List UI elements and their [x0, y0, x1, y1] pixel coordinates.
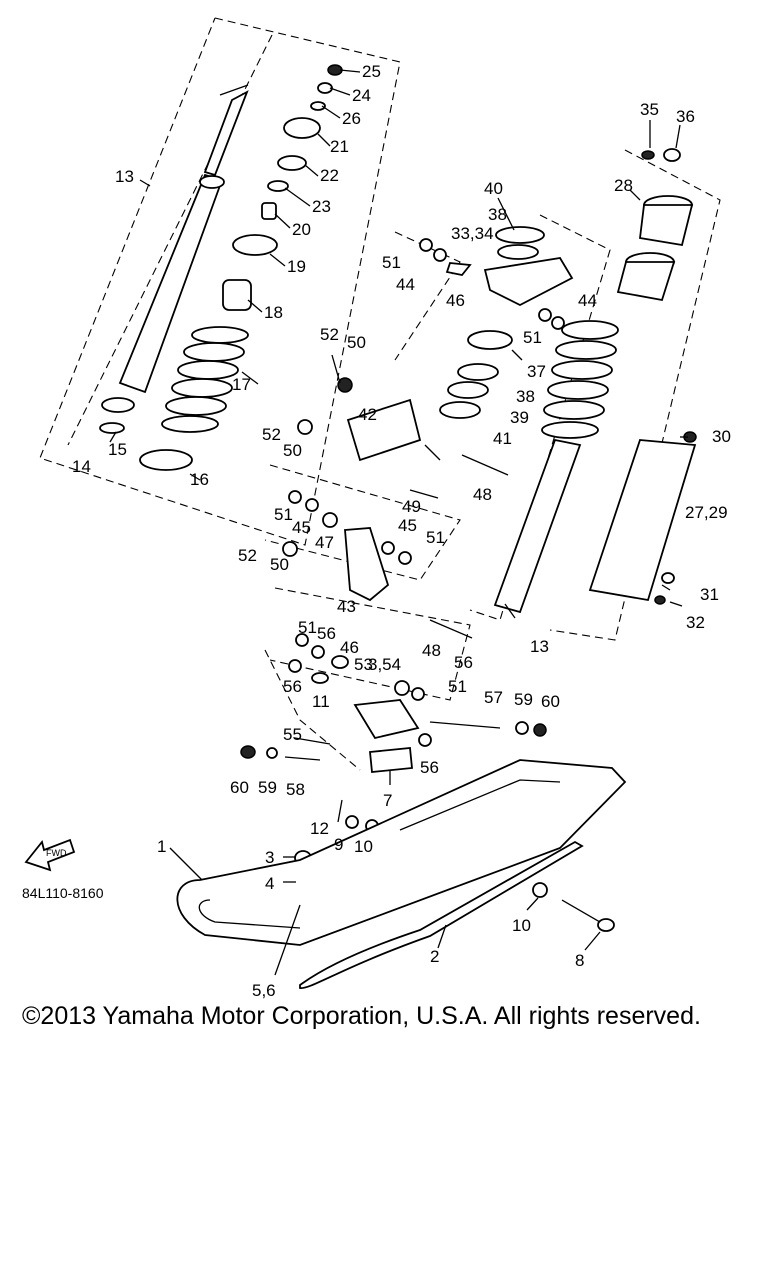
- callout: 24: [352, 86, 371, 105]
- callout: 42: [358, 405, 377, 424]
- callout: 53: [354, 655, 373, 674]
- callout: 3: [265, 848, 274, 867]
- callout: 55: [283, 725, 302, 744]
- callout: 31: [700, 585, 719, 604]
- callout: 52: [320, 325, 339, 344]
- callout: 56: [420, 758, 439, 777]
- callout: 18: [264, 303, 283, 322]
- callout: 60: [541, 692, 560, 711]
- callout: 51: [523, 328, 542, 347]
- callout: 51: [274, 505, 293, 524]
- callouts: 25 24 26 21 22 23 20 19 18 17 16 15 14 1…: [72, 62, 731, 1000]
- callout: 45: [398, 516, 417, 535]
- callout: 59: [514, 690, 533, 709]
- left-shock-small-parts: [99, 64, 343, 471]
- group-outline-shock-right: [469, 149, 721, 641]
- callout: 37: [527, 362, 546, 381]
- leader-lines: [109, 69, 688, 976]
- callout: 38: [488, 205, 507, 224]
- callout: 48: [473, 485, 492, 504]
- coil-spring-left: [161, 326, 249, 433]
- callout: 14: [72, 457, 91, 476]
- fwd-arrow-icon: FWD: [24, 838, 76, 872]
- callout: 59: [258, 778, 277, 797]
- callout: 3,54: [368, 655, 401, 674]
- callout: 13: [115, 167, 134, 186]
- callout: 56: [454, 653, 473, 672]
- callout: 5,6: [252, 981, 276, 1000]
- callout: 46: [446, 291, 465, 310]
- callout: 27,29: [685, 503, 728, 522]
- callout: 45: [292, 518, 311, 537]
- callout: 41: [493, 429, 512, 448]
- callout: 56: [317, 624, 336, 643]
- ski-mount-parts: [240, 633, 615, 932]
- callout: 52: [262, 425, 281, 444]
- callout: 25: [362, 62, 381, 81]
- callout: 40: [484, 179, 503, 198]
- callout: 51: [426, 528, 445, 547]
- callout: 16: [190, 470, 209, 489]
- callout: 50: [283, 441, 302, 460]
- ski: [176, 759, 627, 989]
- fwd-label: FWD: [46, 848, 67, 858]
- callout: 17: [232, 375, 251, 394]
- callout: 36: [676, 107, 695, 126]
- callout: 20: [292, 220, 311, 239]
- callout: 49: [402, 497, 421, 516]
- callout: 1: [157, 837, 166, 856]
- callout: 10: [354, 837, 373, 856]
- callout: 56: [283, 677, 302, 696]
- callout: 51: [298, 618, 317, 637]
- callout: 39: [510, 408, 529, 427]
- callout: 58: [286, 780, 305, 799]
- diagram-code: 84L110-8160: [22, 885, 104, 901]
- callout: 12: [310, 819, 329, 838]
- callout: 50: [347, 333, 366, 352]
- callout: 44: [396, 275, 415, 294]
- callout: 35: [640, 100, 659, 119]
- callout: 48: [422, 641, 441, 660]
- callout: 4: [265, 874, 274, 893]
- callout: 38: [516, 387, 535, 406]
- callout: 13: [530, 637, 549, 656]
- callout: 30: [712, 427, 731, 446]
- callout: 46: [340, 638, 359, 657]
- callout: 10: [512, 916, 531, 935]
- callout: 7: [383, 791, 392, 810]
- callout: 43: [337, 597, 356, 616]
- group-outline-shock-left: [39, 17, 401, 546]
- callout: 22: [320, 166, 339, 185]
- callout: 28: [614, 176, 633, 195]
- callout: 21: [330, 137, 349, 156]
- callout: 57: [484, 688, 503, 707]
- callout: 19: [287, 257, 306, 276]
- callout: 8: [575, 951, 584, 970]
- callout: 51: [448, 677, 467, 696]
- callout: 44: [578, 291, 597, 310]
- callout: 2: [430, 947, 439, 966]
- shock-absorber-right: [493, 148, 697, 614]
- parts-diagram: FWD 25: [22, 17, 731, 1000]
- exploded-view: FWD 25: [22, 17, 731, 1000]
- callout: 26: [342, 109, 361, 128]
- callout: 32: [686, 613, 705, 632]
- callout: 9: [334, 835, 343, 854]
- callout: 52: [238, 546, 257, 565]
- callout: 51: [382, 253, 401, 272]
- callout: 23: [312, 197, 331, 216]
- callout: 50: [270, 555, 289, 574]
- group-outline-linkage: [264, 231, 471, 771]
- copyright-notice: ©2013 Yamaha Motor Corporation, U.S.A. A…: [22, 1002, 701, 1030]
- callout: 47: [315, 533, 334, 552]
- linkage-parts: [282, 226, 574, 639]
- shock-absorber-rod-left: [118, 84, 249, 394]
- callout: 60: [230, 778, 249, 797]
- callout: 11: [312, 692, 330, 711]
- callout: 33,34: [451, 224, 494, 243]
- callout: 15: [108, 440, 127, 459]
